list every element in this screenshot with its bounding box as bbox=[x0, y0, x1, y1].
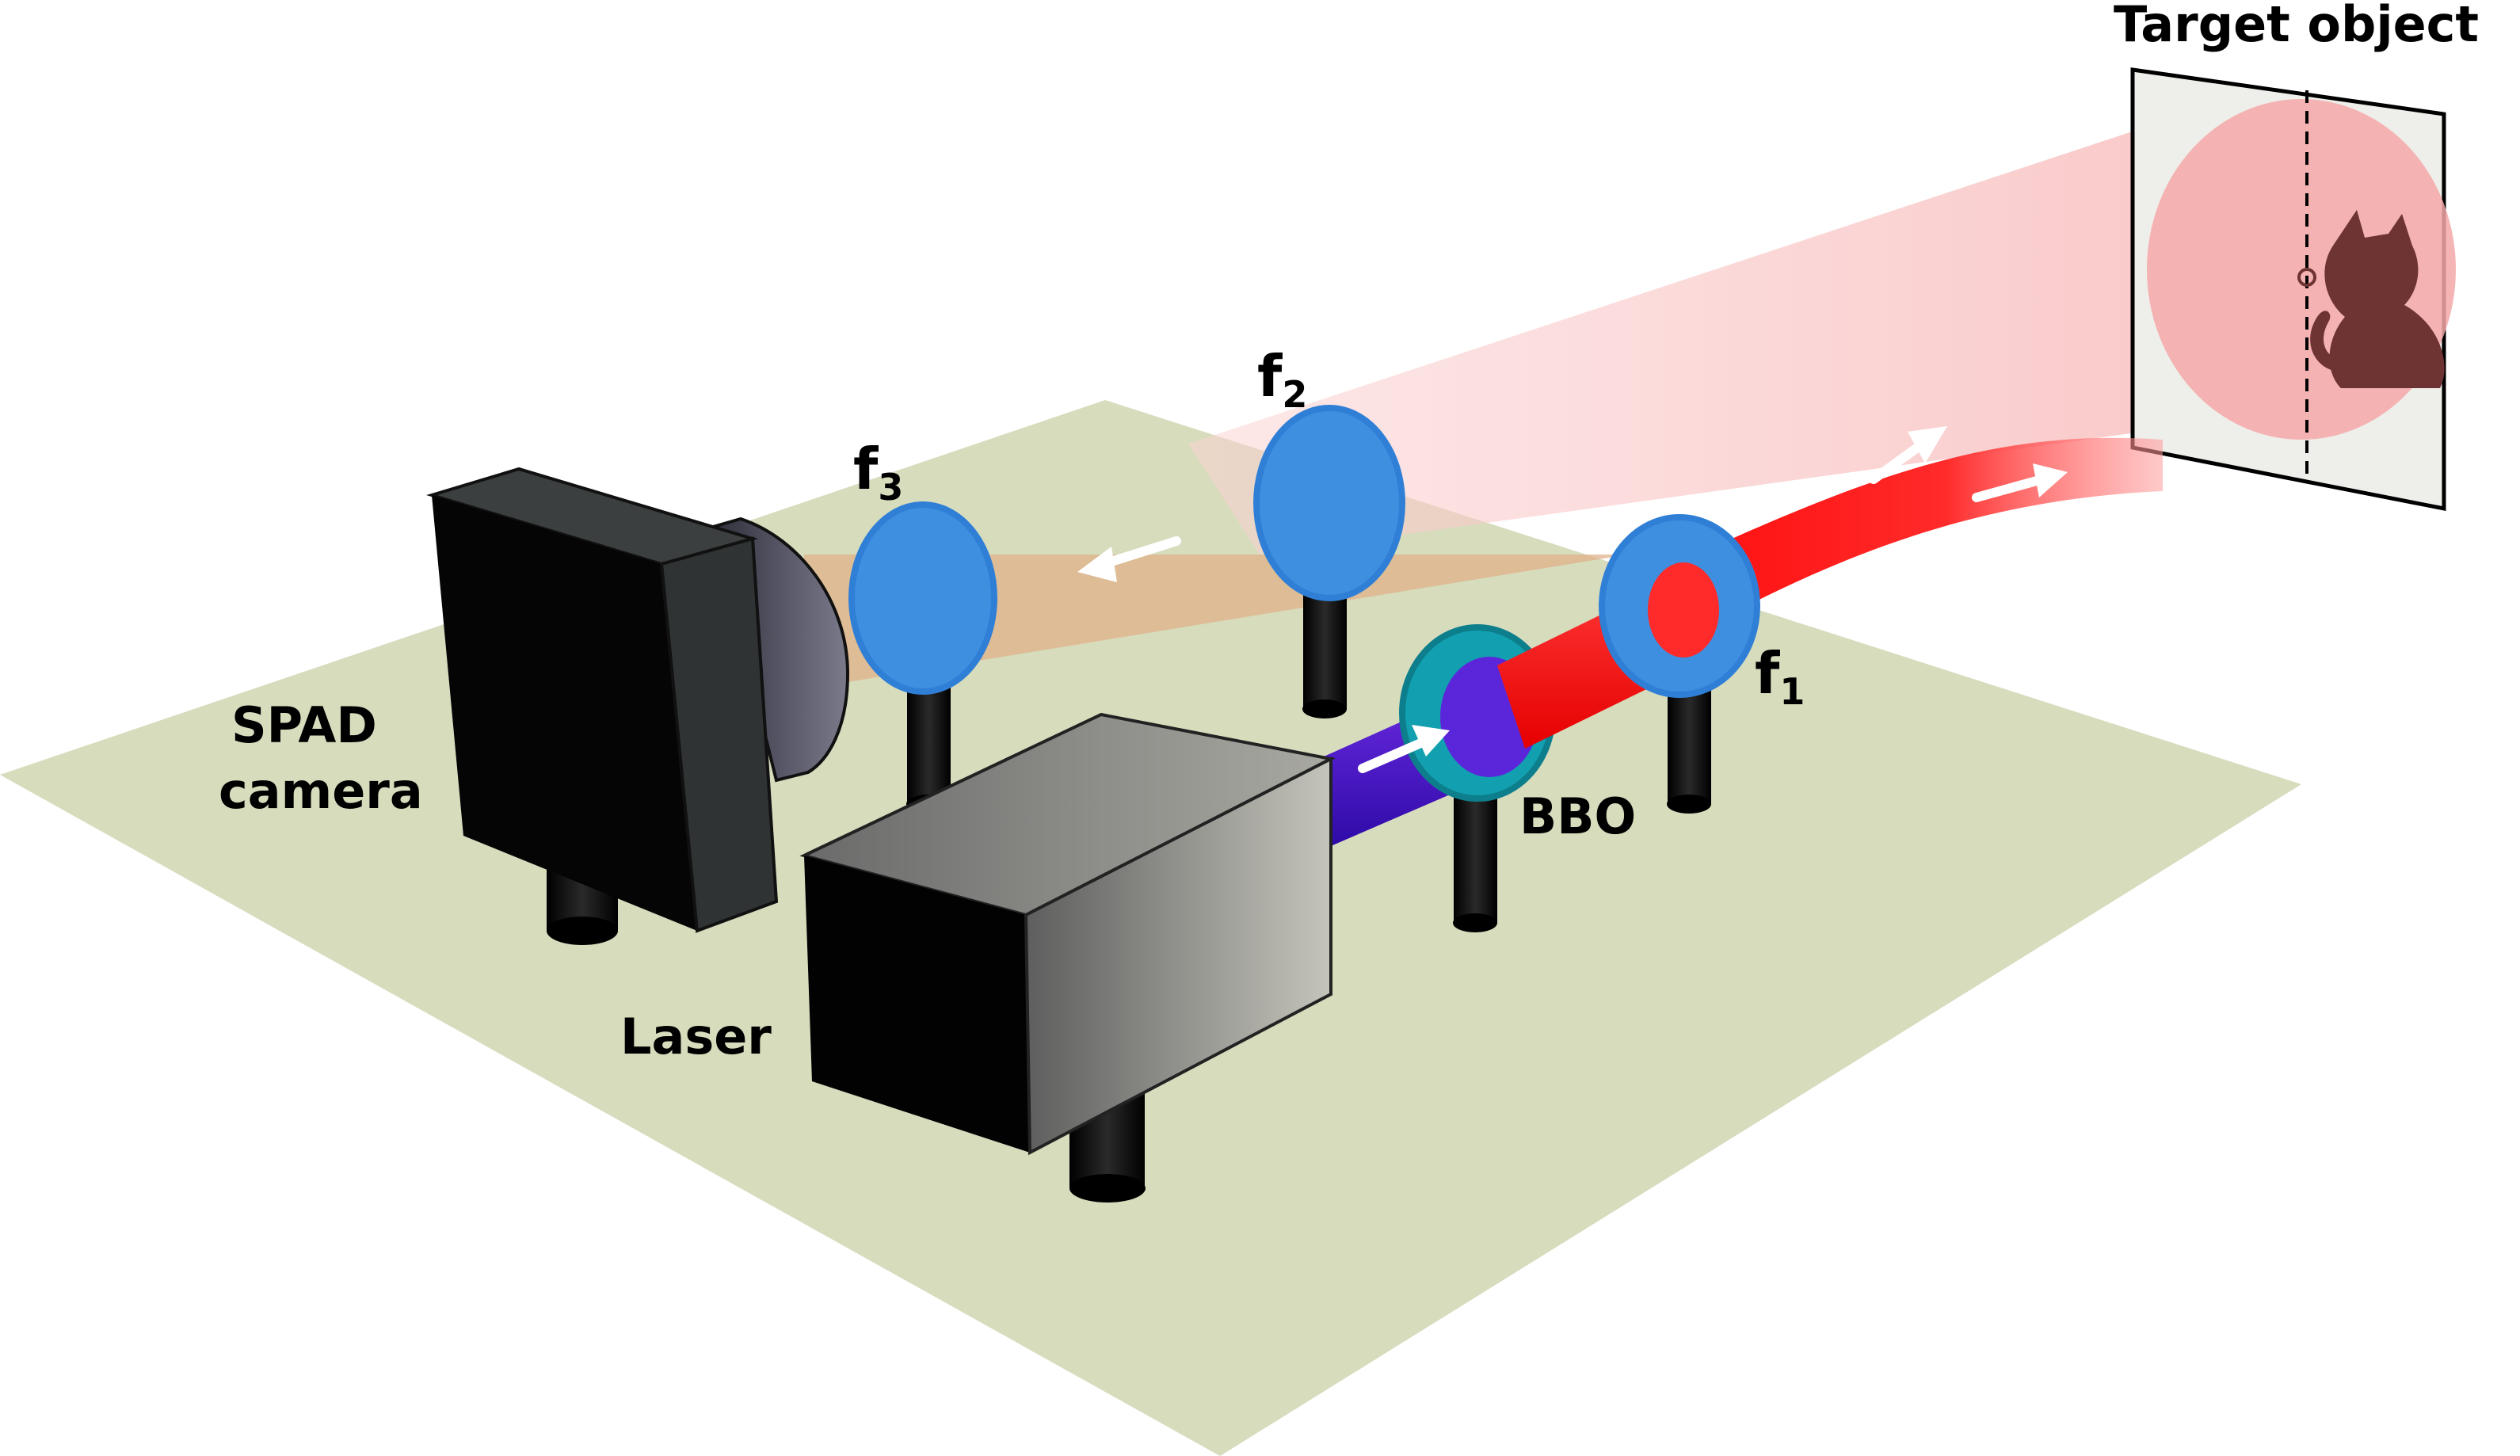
camera-face bbox=[659, 536, 779, 933]
spad-camera bbox=[426, 467, 850, 945]
post-f2-base bbox=[1302, 699, 1347, 718]
post-bbo-base bbox=[1453, 913, 1497, 932]
arrow-icon bbox=[1869, 426, 1947, 484]
laser-side bbox=[1024, 756, 1332, 1156]
return-beam-path bbox=[804, 555, 1636, 689]
label-f2: f2 bbox=[1257, 343, 1307, 416]
camera-front bbox=[432, 495, 697, 931]
arrow-icon bbox=[1972, 463, 2068, 502]
target-object-card bbox=[2130, 67, 2456, 512]
label-bbo: BBO bbox=[1519, 787, 1636, 845]
label-f3: f3 bbox=[853, 436, 903, 509]
label-spad-camera-line2: camera bbox=[219, 762, 423, 820]
label-f1: f1 bbox=[1755, 640, 1805, 713]
label-laser: Laser bbox=[620, 1008, 772, 1065]
laser-front bbox=[804, 856, 1030, 1153]
label-target-object: Target object bbox=[2114, 0, 2479, 53]
lens-f2 bbox=[1253, 405, 1405, 601]
post-bbo bbox=[1454, 784, 1497, 923]
laser-source bbox=[799, 712, 1336, 1203]
lens-f3 bbox=[848, 501, 997, 695]
post-f1-base bbox=[1667, 795, 1711, 814]
camera-post-base bbox=[547, 917, 618, 945]
arrow-icon bbox=[1358, 725, 1450, 773]
arrow-icon bbox=[1077, 536, 1181, 582]
label-spad-camera-line1: SPAD bbox=[231, 696, 377, 754]
laser-post-base bbox=[1069, 1174, 1146, 1203]
target-marker bbox=[2297, 268, 2316, 287]
lens-f1-beam-spot bbox=[1648, 562, 1719, 657]
cat-icon bbox=[2310, 210, 2445, 388]
